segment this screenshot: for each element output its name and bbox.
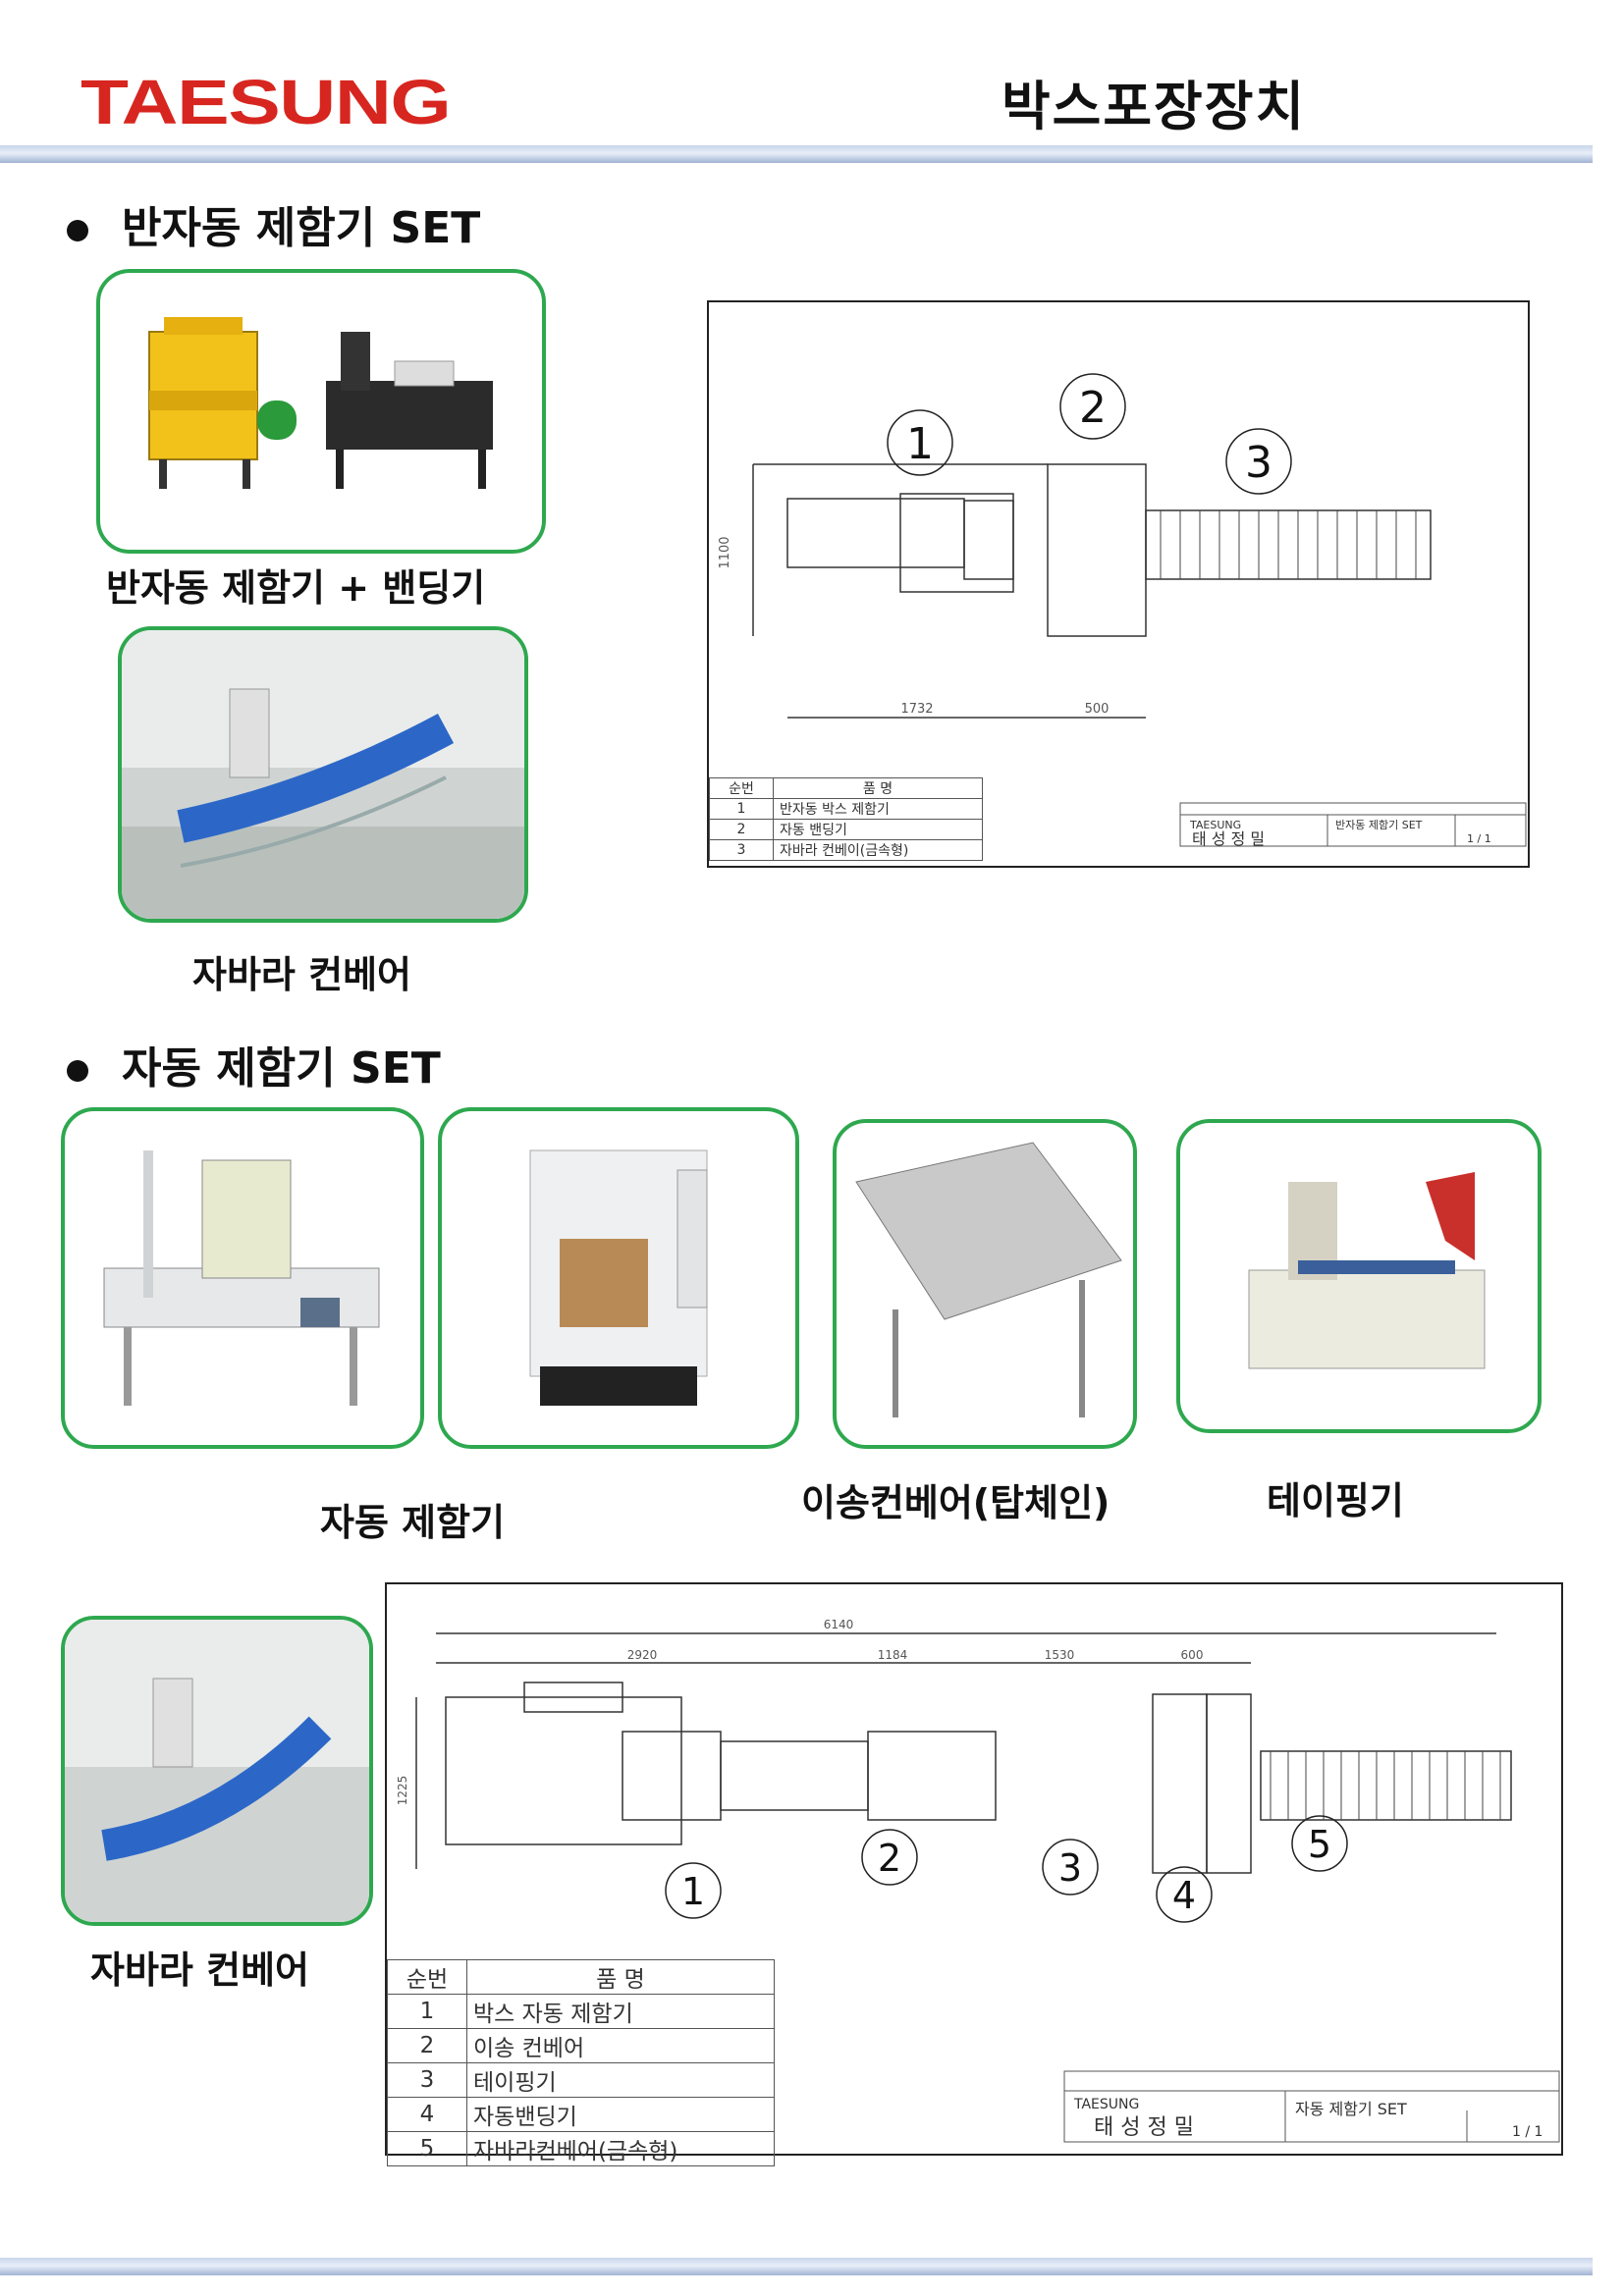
conveyor-illustration <box>65 1620 369 1922</box>
machine-illustration <box>1248 1172 1486 1369</box>
callout-3: 3 <box>1245 438 1272 488</box>
dim-2: 1184 <box>878 1648 908 1662</box>
layout-drawing-semi-auto: 1 2 3 1100 1732 500 TAESUNG 태 성 정 밀 반자동 … <box>707 300 1530 868</box>
title-block-company: 태 성 정 밀 <box>1192 829 1265 848</box>
conveyor-illustration <box>855 1142 1122 1417</box>
callout-4: 4 <box>1172 1874 1196 1917</box>
dim-3: 1530 <box>1045 1648 1075 1662</box>
footer-divider <box>0 2258 1593 2275</box>
photo-bellows-conveyor-2 <box>61 1616 373 1926</box>
title-block-sheet: 1 / 1 <box>1512 2124 1543 2140</box>
photo-auto-box-erector-2 <box>438 1107 799 1449</box>
caption-semi-auto-bander: 반자동 제함기 + 밴딩기 <box>106 566 486 610</box>
machine-illustration <box>529 1149 708 1406</box>
part-name: 자동 밴딩기 <box>773 819 983 840</box>
dim-height: 1100 <box>718 536 732 568</box>
caption-taping-machine: 테이핑기 <box>1267 1479 1404 1522</box>
title-block-drawing-title: 자동 제함기 SET <box>1295 2100 1407 2118</box>
part-name: 자바라 컨베이(금속형) <box>773 839 983 861</box>
bullet-icon <box>67 220 88 241</box>
photo-bellows-conveyor-1 <box>118 626 528 923</box>
title-block-drawing-title: 반자동 제함기 SET <box>1335 819 1423 831</box>
layout-drawing-auto: 1 2 3 4 5 6140 2920 1184 1530 600 1225 T… <box>385 1582 1563 2166</box>
callout-1: 1 <box>906 419 934 469</box>
title-block-brand: TAESUNG <box>1189 819 1241 831</box>
part-name: 이송 컨베어 <box>466 2028 775 2063</box>
bullet-icon <box>67 1060 88 1082</box>
dim-width-1: 1732 <box>900 702 933 717</box>
taesung-logo: TAESUNG <box>81 67 452 137</box>
callout-2: 2 <box>878 1837 901 1880</box>
dim-total: 6140 <box>824 1618 854 1631</box>
dim-4: 600 <box>1181 1648 1204 1662</box>
callout-2: 2 <box>1079 383 1107 433</box>
dim-width-2: 500 <box>1085 702 1110 717</box>
part-name: 반자동 박스 제함기 <box>773 798 983 820</box>
section-title-semi-auto: 반자동 제함기 SET <box>67 192 480 255</box>
caption-transfer-conveyor: 이송컨베어(탑체인) <box>801 1481 1110 1524</box>
layout-drawing-svg: 1 2 3 1100 1732 500 TAESUNG 태 성 정 밀 반자동 … <box>718 373 1527 848</box>
page-title: 박스포장장치 <box>1001 76 1307 137</box>
section-title-auto: 자동 제함기 SET <box>67 1033 441 1095</box>
layout-drawing-svg: 1 2 3 4 5 6140 2920 1184 1530 600 1225 T… <box>396 1618 1560 2143</box>
title-block-sheet: 1 / 1 <box>1467 832 1491 845</box>
dim-1: 2920 <box>627 1648 658 1662</box>
part-name: 자동밴딩기 <box>466 2097 775 2132</box>
caption-bellows-conveyor-1: 자바라 컨베어 <box>192 953 411 996</box>
title-block-company: 태 성 정 밀 <box>1094 2115 1194 2140</box>
part-name: 박스 자동 제함기 <box>466 1994 775 2029</box>
photo-taping-machine <box>1176 1119 1542 1433</box>
title-block-brand: TAESUNG <box>1073 2097 1139 2112</box>
header-divider <box>0 145 1593 163</box>
photo-auto-box-erector-1 <box>61 1107 424 1449</box>
part-name: 테이핑기 <box>466 2062 775 2098</box>
photo-semi-auto-box-erector-bander <box>96 269 546 554</box>
dim-height: 1225 <box>396 1776 409 1806</box>
callout-1: 1 <box>681 1870 705 1913</box>
caption-bellows-conveyor-2: 자바라 컨베어 <box>90 1949 309 1992</box>
caption-auto-box-erector: 자동 제함기 <box>320 1501 506 1544</box>
callout-3: 3 <box>1058 1846 1082 1890</box>
callout-5: 5 <box>1308 1823 1331 1866</box>
conveyor-illustration <box>122 630 524 919</box>
photo-transfer-conveyor <box>833 1119 1137 1449</box>
machine-illustration <box>148 317 493 489</box>
machine-illustration <box>103 1150 380 1406</box>
part-name: 자바라컨베어(금속형) <box>466 2131 775 2166</box>
